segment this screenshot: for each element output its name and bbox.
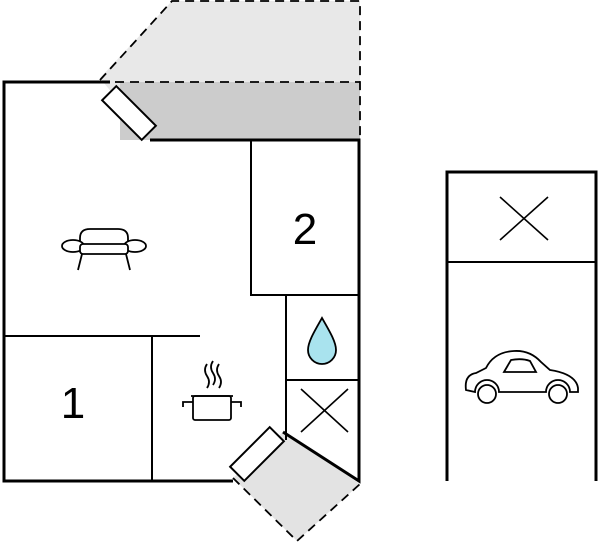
window-bottom <box>228 425 286 483</box>
interior-walls <box>4 140 359 481</box>
armchair-icon <box>61 228 147 271</box>
cross-icon <box>300 388 349 433</box>
water-drop-icon <box>307 316 337 365</box>
parking-cross-icon <box>499 196 549 241</box>
house-outer-wall <box>2 80 233 483</box>
house-wall-top <box>150 138 361 484</box>
room-2-label: 2 <box>293 205 317 254</box>
terrace-top <box>99 0 361 140</box>
room-1-label: 1 <box>61 379 85 428</box>
cooking-pot-icon <box>182 360 242 421</box>
window-top <box>100 84 158 142</box>
car-icon <box>464 350 579 404</box>
parking-space <box>445 170 598 481</box>
